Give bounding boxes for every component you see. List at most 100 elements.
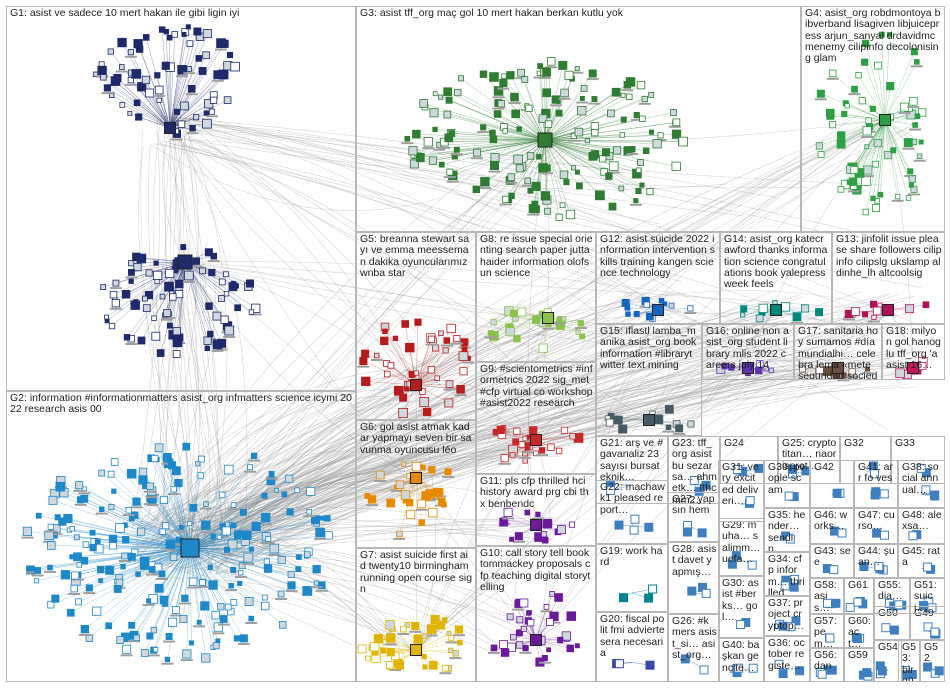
edge: [365, 353, 417, 386]
edge: [415, 337, 432, 386]
edge: [188, 358, 890, 540]
edge: [447, 114, 546, 141]
edge: [157, 75, 171, 129]
edge: [145, 37, 171, 129]
edge: [169, 31, 186, 129]
edge: [189, 309, 889, 549]
edge: [456, 139, 546, 150]
edge: [175, 547, 191, 610]
group-box-g55: G55: dia…: [874, 578, 910, 614]
edge: [441, 139, 546, 165]
edge: [415, 367, 749, 651]
edge: [872, 119, 886, 199]
edge: [495, 139, 546, 158]
edge: [135, 328, 641, 564]
group-label-g3: G3: asist tff_org maç gol 10 mert hakan …: [360, 7, 624, 19]
edge: [747, 119, 886, 369]
group-box-g31: G31: very excited deliveri…: [718, 460, 764, 522]
group-label-g31: G31: very excited deliveri…: [722, 461, 759, 507]
edge: [30, 547, 191, 571]
group-label-g60: G60: act…: [848, 615, 871, 648]
edge: [75, 547, 191, 581]
edge: [189, 547, 252, 619]
edge: [112, 545, 191, 549]
edge: [101, 64, 171, 129]
edge: [211, 449, 511, 534]
edge: [131, 119, 160, 529]
edge: [153, 123, 757, 385]
group-box-g38: G38: social annual…: [898, 460, 945, 508]
edge: [189, 547, 219, 641]
edge: [221, 403, 629, 532]
edge: [228, 292, 680, 541]
edge: [498, 90, 546, 141]
group-label-g41: G41: arr fo ves: [858, 461, 894, 485]
edge: [415, 317, 549, 386]
edge: [187, 309, 660, 560]
edge: [152, 110, 193, 524]
edge: [157, 142, 682, 283]
edge: [171, 465, 191, 549]
edge: [148, 122, 891, 524]
group-label-g40: G40: başkan genç'te…: [722, 639, 760, 674]
edge: [153, 547, 191, 631]
edge: [115, 81, 171, 129]
edge: [111, 94, 171, 129]
edge: [156, 110, 901, 529]
group-box-g48: G48: alexsa…: [898, 508, 945, 544]
edge: [136, 547, 191, 638]
edge: [171, 474, 408, 542]
edge: [131, 72, 171, 129]
edge: [151, 458, 191, 549]
edge: [189, 547, 250, 602]
edge: [859, 119, 886, 174]
group-label-g34: G34: cfp inform… thrilled…: [768, 553, 805, 596]
edge: [169, 123, 207, 129]
edge: [101, 509, 191, 549]
edge: [415, 348, 465, 386]
edge: [416, 133, 546, 141]
edge: [547, 290, 889, 319]
edge: [544, 88, 585, 141]
group-box-g44: G44: şuan…: [854, 544, 898, 578]
edge: [189, 547, 283, 625]
edge: [189, 547, 214, 648]
edge: [544, 139, 593, 157]
edge: [415, 629, 460, 651]
edge: [182, 119, 238, 578]
edge: [189, 547, 245, 639]
edge: [199, 520, 555, 577]
edge: [186, 103, 874, 574]
edge: [415, 119, 886, 386]
edge: [133, 320, 519, 555]
edge: [169, 26, 189, 129]
edge: [189, 547, 232, 612]
edge: [137, 374, 398, 564]
edge: [169, 34, 185, 129]
edge: [535, 139, 546, 210]
group-box-g12: G12: asist suicide 2022 information inte…: [596, 232, 720, 324]
edge: [189, 547, 238, 639]
group-box-g34: G34: cfp inform… thrilled…: [764, 552, 810, 596]
edge: [177, 149, 544, 562]
edge: [146, 455, 561, 559]
edge: [199, 367, 902, 541]
edge: [223, 395, 389, 527]
edge: [132, 312, 795, 554]
edge: [189, 547, 308, 555]
group-box-g13: G13: jinfolit issue please share followe…: [832, 232, 945, 324]
group-label-g39: G39: people scam: [768, 461, 806, 496]
edge: [544, 139, 563, 206]
edge: [492, 132, 546, 141]
edge: [535, 309, 777, 641]
edge: [160, 133, 171, 565]
edge: [820, 119, 886, 155]
group-label-g5: G5: breanna stewart sayı ve emma meessem…: [360, 233, 470, 279]
edge: [415, 367, 749, 394]
edge: [547, 119, 886, 319]
edge: [139, 49, 171, 129]
edge: [544, 92, 565, 141]
edge: [146, 140, 183, 531]
edge: [182, 300, 905, 554]
edge: [166, 316, 688, 557]
